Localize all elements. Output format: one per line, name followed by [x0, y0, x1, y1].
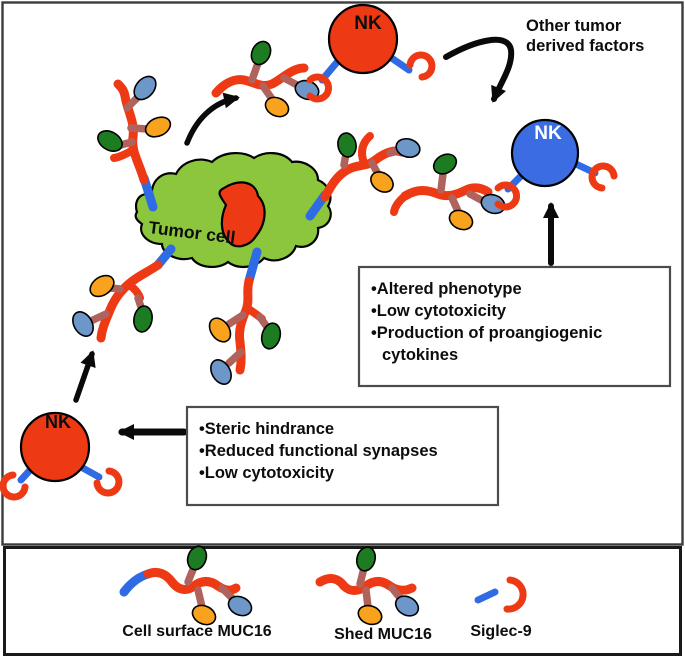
- legend-siglec9-glyph: [474, 576, 527, 613]
- box-line: •Low cytotoxicity: [371, 302, 507, 320]
- antigen-oval-green: [186, 545, 208, 571]
- glycan-stalk: [259, 82, 276, 103]
- legend-cell-surface-muc16-glyph: [119, 545, 253, 626]
- text-box-frame: [185, 405, 500, 507]
- antigen-oval-orange: [448, 209, 474, 231]
- muc16-fork: [358, 132, 374, 167]
- antigen-oval-green: [133, 305, 153, 333]
- legend-label-shed-muc16: Shed MUC16: [334, 626, 432, 643]
- glycan-stalk: [437, 170, 447, 194]
- receptor-stalk: [474, 588, 499, 604]
- antigen-oval-green: [337, 132, 357, 158]
- receptor-stalk: [77, 463, 103, 481]
- siglec9-receptor: [406, 51, 436, 81]
- antigen-oval-green: [97, 130, 123, 152]
- altered-phenotype-box: •Altered phenotype •Low cytotoxicity •Pr…: [357, 265, 672, 388]
- antigen-oval-blue: [210, 359, 232, 385]
- box-line: •Production of proangiogenic: [371, 324, 602, 342]
- other-factors-line1: Other tumor: [526, 17, 622, 35]
- glycan-stalk: [225, 348, 245, 367]
- nk-cell-top: NK: [306, 3, 436, 103]
- antigen-oval-blue: [395, 137, 421, 159]
- cell-surface-muc16-bottom-middle: [208, 247, 282, 385]
- steric-hindrance-box: •Steric hindrance •Reduced functional sy…: [185, 405, 500, 507]
- cell-surface-muc16-upper-left: [97, 75, 172, 212]
- antigen-oval-green: [355, 546, 377, 572]
- muc16-fork: [390, 192, 409, 216]
- box-line: •Reduced functional synapses: [199, 442, 438, 460]
- box-line: •Low cytotoxicity: [199, 464, 335, 482]
- glycan-stalk: [448, 194, 462, 215]
- other-factors-line2: derived factors: [526, 37, 644, 55]
- box-line: cytokines: [382, 346, 458, 364]
- box-line: •Steric hindrance: [199, 420, 334, 438]
- glycan-stalk: [218, 584, 237, 603]
- muc16-backbone: [96, 260, 163, 343]
- siglec9-receptor: [93, 467, 123, 497]
- muc16-backbone: [113, 79, 149, 185]
- text-box-frame: [357, 265, 672, 388]
- tumor-nucleus: [218, 181, 266, 248]
- nk-label: NK: [354, 13, 382, 34]
- muc16-backbone: [211, 63, 309, 98]
- antigen-oval-green: [432, 153, 458, 175]
- nk-cell-body: [327, 3, 399, 75]
- antigen-oval-blue: [72, 311, 94, 337]
- nk-cell-altered: NK: [494, 118, 618, 211]
- receptor-stalk: [386, 53, 413, 74]
- cell-surface-muc16-right: [305, 132, 421, 221]
- antigen-oval-blue: [227, 595, 253, 617]
- antigen-oval-orange: [370, 171, 394, 193]
- antigen-oval-green: [250, 40, 272, 66]
- box-line: •Altered phenotype: [371, 280, 522, 298]
- arrow-other-factors: [443, 36, 515, 103]
- shed-muc16-top: [211, 40, 320, 118]
- nk-cell-body: [510, 118, 580, 188]
- cell-surface-muc16-bottom-left: [72, 244, 176, 343]
- membrane-anchor: [244, 247, 262, 286]
- legend-shed-muc16-glyph: [315, 546, 420, 626]
- glycan-stalk: [225, 311, 247, 328]
- antigen-oval-orange: [144, 116, 172, 138]
- shed-muc16-right: [390, 153, 506, 231]
- arrow-shedding: [184, 92, 240, 146]
- siglec9-receptor: [503, 576, 527, 613]
- nk-cell-bottom-left: NK: [0, 411, 123, 501]
- siglec9-receptor: [494, 181, 520, 211]
- glycan-stalk: [466, 190, 487, 205]
- antigen-oval-orange: [208, 317, 232, 343]
- antigen-oval-orange: [89, 274, 115, 298]
- nk-cell-body: [19, 411, 91, 483]
- nk-label: NK: [534, 123, 562, 144]
- other-factors-annotation: Other tumor derived factors: [443, 17, 644, 103]
- siglec9-receptor: [0, 471, 29, 501]
- antigen-oval-orange: [357, 604, 383, 626]
- antigen-oval-green: [260, 322, 282, 350]
- muc16-fork: [110, 146, 137, 162]
- tumor-cell: Tumor cell: [134, 152, 332, 268]
- glycan-stalk: [362, 586, 372, 611]
- antigen-oval-orange: [264, 96, 290, 118]
- glycan-stalk: [256, 313, 271, 331]
- nk-label: NK: [45, 412, 71, 432]
- siglec9-receptor: [588, 162, 618, 192]
- legend: Cell surface MUC16 Shed MUC16 Siglec-9: [119, 545, 532, 643]
- legend-label-cell-surface-muc16: Cell surface MUC16: [122, 623, 271, 640]
- antigen-oval-blue: [133, 75, 157, 101]
- arrow-nk-to-muc16: [73, 350, 96, 403]
- glycan-stalk: [194, 586, 206, 611]
- glycan-stalk: [248, 59, 262, 84]
- legend-panel-frame: [3, 546, 682, 656]
- glycan-stalk: [89, 310, 110, 324]
- antigen-oval-blue: [394, 595, 420, 617]
- antigen-oval-orange: [191, 604, 217, 626]
- legend-label-siglec9: Siglec-9: [470, 623, 531, 640]
- siglec9-receptor: [306, 73, 332, 103]
